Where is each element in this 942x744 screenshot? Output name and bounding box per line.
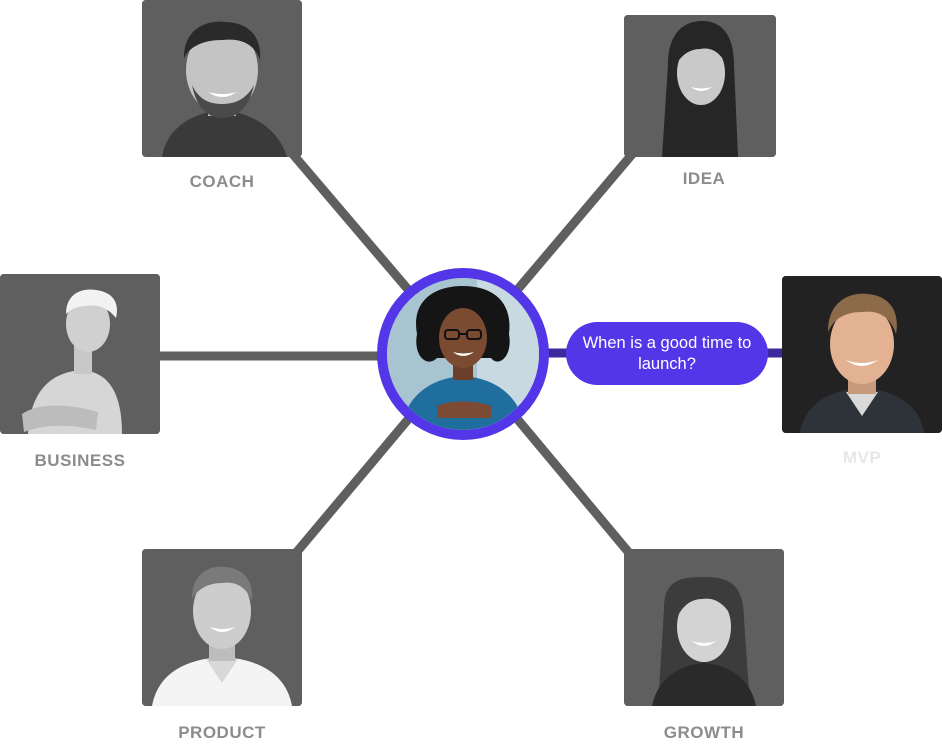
center-avatar <box>387 278 539 430</box>
product-label: PRODUCT <box>178 723 266 742</box>
idea-portrait-icon <box>624 15 776 157</box>
growth-card[interactable] <box>624 549 784 706</box>
growth-portrait-icon <box>624 549 784 706</box>
business-label: BUSINESS <box>34 451 126 470</box>
business-card[interactable] <box>0 274 160 434</box>
idea-card[interactable] <box>624 15 776 157</box>
coach-label: COACH <box>189 172 255 191</box>
question-bubble: When is a good time to launch? <box>566 322 768 385</box>
mvp-card[interactable] <box>782 276 942 433</box>
growth-label: GROWTH <box>663 723 745 742</box>
coach-portrait-icon <box>142 0 302 157</box>
center-avatar-ring[interactable] <box>377 268 549 440</box>
business-portrait-icon <box>0 274 160 434</box>
idea-label: IDEA <box>682 169 726 188</box>
product-portrait-icon <box>142 549 302 706</box>
mvp-portrait-icon <box>782 276 942 433</box>
center-mentee-avatar-icon <box>387 278 539 430</box>
coach-card[interactable] <box>142 0 302 157</box>
mvp-label: MVP <box>842 448 882 467</box>
product-card[interactable] <box>142 549 302 706</box>
